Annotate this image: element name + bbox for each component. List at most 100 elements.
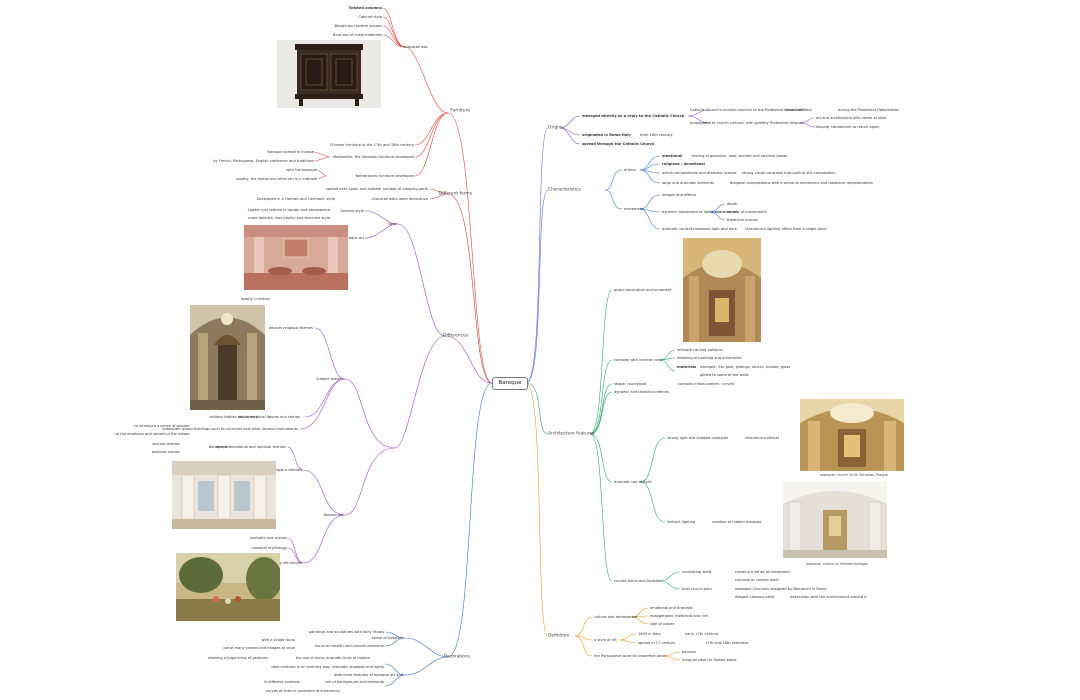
architecture-oval[interactable]: shape: round/oval [614,382,647,386]
decorations-sense-freedom[interactable]: sense of freedom [371,636,403,640]
decorations-rich[interactable]: focus on wealth and smooth elements [315,644,384,648]
architecture-oval-plan[interactable]: oval church plan [682,587,712,591]
architecture-strong-light[interactable]: strong light and shadow contrasts [667,436,729,440]
characteristics-feeling[interactable]: feeling of grandeur, awe, wonder and spi… [692,154,788,158]
origins-during[interactable]: during the Protestant Reformation [838,108,900,112]
definition-spread[interactable]: spread in 17 century [638,641,676,645]
differences-delicate[interactable]: more delicate, less playful and feminine… [248,216,330,220]
characteristics-depth[interactable]: depth [727,202,738,206]
architecture-indirect[interactable]: indirect lighting [667,520,696,524]
characteristics-theatrical[interactable]: theatrical scenes [727,218,758,222]
decorations-use-of-color[interactable]: the use of many dramatic lines of motion [295,656,370,660]
furniture-detail[interactable]: Baroque spread in Europe [267,150,314,154]
definition-portuguese[interactable]: the Portuguese word for imperfect pearl [594,654,667,658]
differences-subject-matter[interactable]: Subject matter [316,377,343,381]
differences-everyday[interactable]: everyday life scenes [265,561,302,565]
architecture-borromini[interactable]: example: churches designed by Borromini … [735,587,827,591]
characteristics-dynamic[interactable]: dynamic movement of lights and shadows [662,210,739,214]
architecture-concave[interactable]: concave or convex walls [735,578,779,582]
furniture-detail[interactable]: Netherlands furniture developed [355,174,414,178]
differences-baroque-art-2[interactable]: Baroque art [208,445,230,449]
architecture-chiaroscuro[interactable]: chiaroscuro effects [745,436,780,440]
decorations-background[interactable]: use of background and elements [324,680,384,684]
decorations-surfaces[interactable]: curves of lines in ornament and harmony [265,689,340,693]
origins-helping[interactable]: helping Catholicism to return again [816,125,880,129]
branch-architecture[interactable]: Architecture features [548,431,595,437]
differences-lighter[interactable]: Lighter and refined in design and atmosp… [247,208,330,212]
definition-17th[interactable]: 17th and 18th centuries [705,641,749,645]
decorations-distinctive[interactable]: distinctive features of baroque art and [333,673,403,677]
characteristics-light[interactable]: dramatic contrast between light and dark [662,227,737,231]
furniture-detail[interactable]: Meanwhile, the Venetian furniture develo… [333,155,414,159]
differences-christian[interactable]: mostly Christian [240,297,270,301]
branch-furniture[interactable]: Furniture [450,108,470,114]
differences-rococo-art[interactable]: Rococo art [323,513,343,517]
definition-exaggerated[interactable]: exaggerated, theatrical and rich [650,614,709,618]
decorations-overlapping[interactable]: use of many scenes and images at once [222,646,295,650]
architecture-grand[interactable]: grand decoration and ornament [614,288,672,292]
architecture-dramatic-light[interactable]: dramatic use of light [614,480,652,484]
differences-military[interactable]: military battles and victory [209,415,258,419]
architecture-intricate[interactable]: intricate carving patterns [677,348,723,352]
decorations-single[interactable]: with a single focus [261,638,295,642]
different-forms-item[interactable]: spread over Spain and another number of … [325,187,428,191]
differences-secular[interactable]: secular themes [152,442,180,446]
differences-religious-secular[interactable]: secular religious themes [257,468,302,472]
branch-decorations[interactable]: Decorations [443,654,470,660]
branch-origins[interactable]: Origins [548,125,564,131]
origins-emerged[interactable]: emerged directly as a reply to the Catho… [582,114,685,118]
branch-different-forms[interactable]: Different forms [438,191,472,197]
definition-italy[interactable]: 1600 in Italy [638,632,661,636]
architecture-gilded[interactable]: gilded to some of the walls [700,373,749,377]
architecture-dynamic-wall[interactable]: interaction with the environment around … [790,595,867,599]
differences-portraits[interactable]: portraits and scenes [250,536,287,540]
characteristics-swirl[interactable]: images and effects [662,193,697,197]
decorations-scenic[interactable]: paintings and sculptures with daily ritu… [308,630,384,634]
furniture-detail[interactable]: Chinese furniture in the 17th and 18th c… [329,143,414,147]
architecture-creating[interactable]: creating a sense of movement [735,570,790,574]
differences-baroque-art[interactable]: Baroque art [342,236,364,240]
furniture-item[interactable]: Twisted columns [348,6,382,10]
architecture-hidden[interactable]: creation of hidden windows [712,520,762,524]
differences-emotions[interactable]: to the emotions and senses of the viewer [115,432,190,436]
differences-deeper[interactable]: deeper emotional and spiritual themes [216,445,286,449]
furniture-detail[interactable]: by French, Portuguese, English craftsmen… [213,159,314,163]
differences-pastoral[interactable]: pastoral scenes [151,450,180,454]
different-forms-item[interactable]: characteristics were decorative [371,197,428,201]
origins-council[interactable]: Council of Trent [784,108,812,112]
architecture-curved[interactable]: curved forms and façades [614,579,661,583]
decorations-deep-colors[interactable]: showing a huge array of gestures [207,656,268,660]
architecture-complex[interactable]: complex with intense color [614,358,663,362]
characteristics-emotional[interactable]: emotional [662,154,683,158]
differences-sombre[interactable]: Sombre style [340,209,364,213]
central-topic[interactable]: Baroque [492,377,528,390]
furniture-item[interactable]: Cabinet style [358,15,382,19]
characteristics-large[interactable]: large and dramatic elements [662,181,715,185]
definition-barroco[interactable]: barroco [682,650,696,654]
furniture-characteristic[interactable]: characteristic [403,45,428,49]
characteristics-strong[interactable]: strong visual contrasts that pulls at th… [742,171,836,175]
differences-wonder[interactable]: to introduce a sense of wonder [134,424,190,428]
decorations-different[interactable]: in different contexts [263,680,300,684]
furniture-detail[interactable]: usually, the heads and arms ran in a cab… [235,177,317,181]
definition-irregular[interactable]: irregular pearl or flawed stone [682,658,737,662]
definition-style[interactable]: a style of art [594,638,617,642]
origins-spread[interactable]: spread through the Catholic Church [582,142,655,146]
branch-definition[interactable]: Definition [548,633,570,639]
origins-time[interactable]: from 16th century [640,133,673,137]
differences-light[interactable]: light [388,222,396,226]
furniture-item[interactable]: Bulges and bizarre shapes [334,24,382,28]
decorations-dark-tones[interactable]: dark contrast in an ordinary way [271,665,330,669]
architecture-examples[interactable]: example: 24k gold, gildings, stucco, mar… [700,365,791,369]
architecture-wave[interactable]: undulating walls [682,570,712,574]
architecture-round[interactable]: complex inflow pattern, curved [678,382,735,386]
branch-characteristics[interactable]: Characteristics [548,187,581,193]
furniture-item[interactable]: Bold use of inlaid materials [333,33,382,37]
characteristics-chiaroscuro[interactable]: chiaroscuro lighting effect from a singl… [745,227,827,231]
characteristics-movement[interactable]: movement [624,207,644,211]
decorations-dramatic[interactable]: dramatic shadows and lights [332,665,384,669]
origins-art[interactable]: art and architecture with sense of style [816,116,887,120]
origins-counter[interactable]: Catholic Church's counter-reaction to th… [690,108,806,112]
definition-power[interactable]: sign of power [650,622,675,626]
architecture-elaborate[interactable]: detailing of painting and ornaments [677,356,742,360]
